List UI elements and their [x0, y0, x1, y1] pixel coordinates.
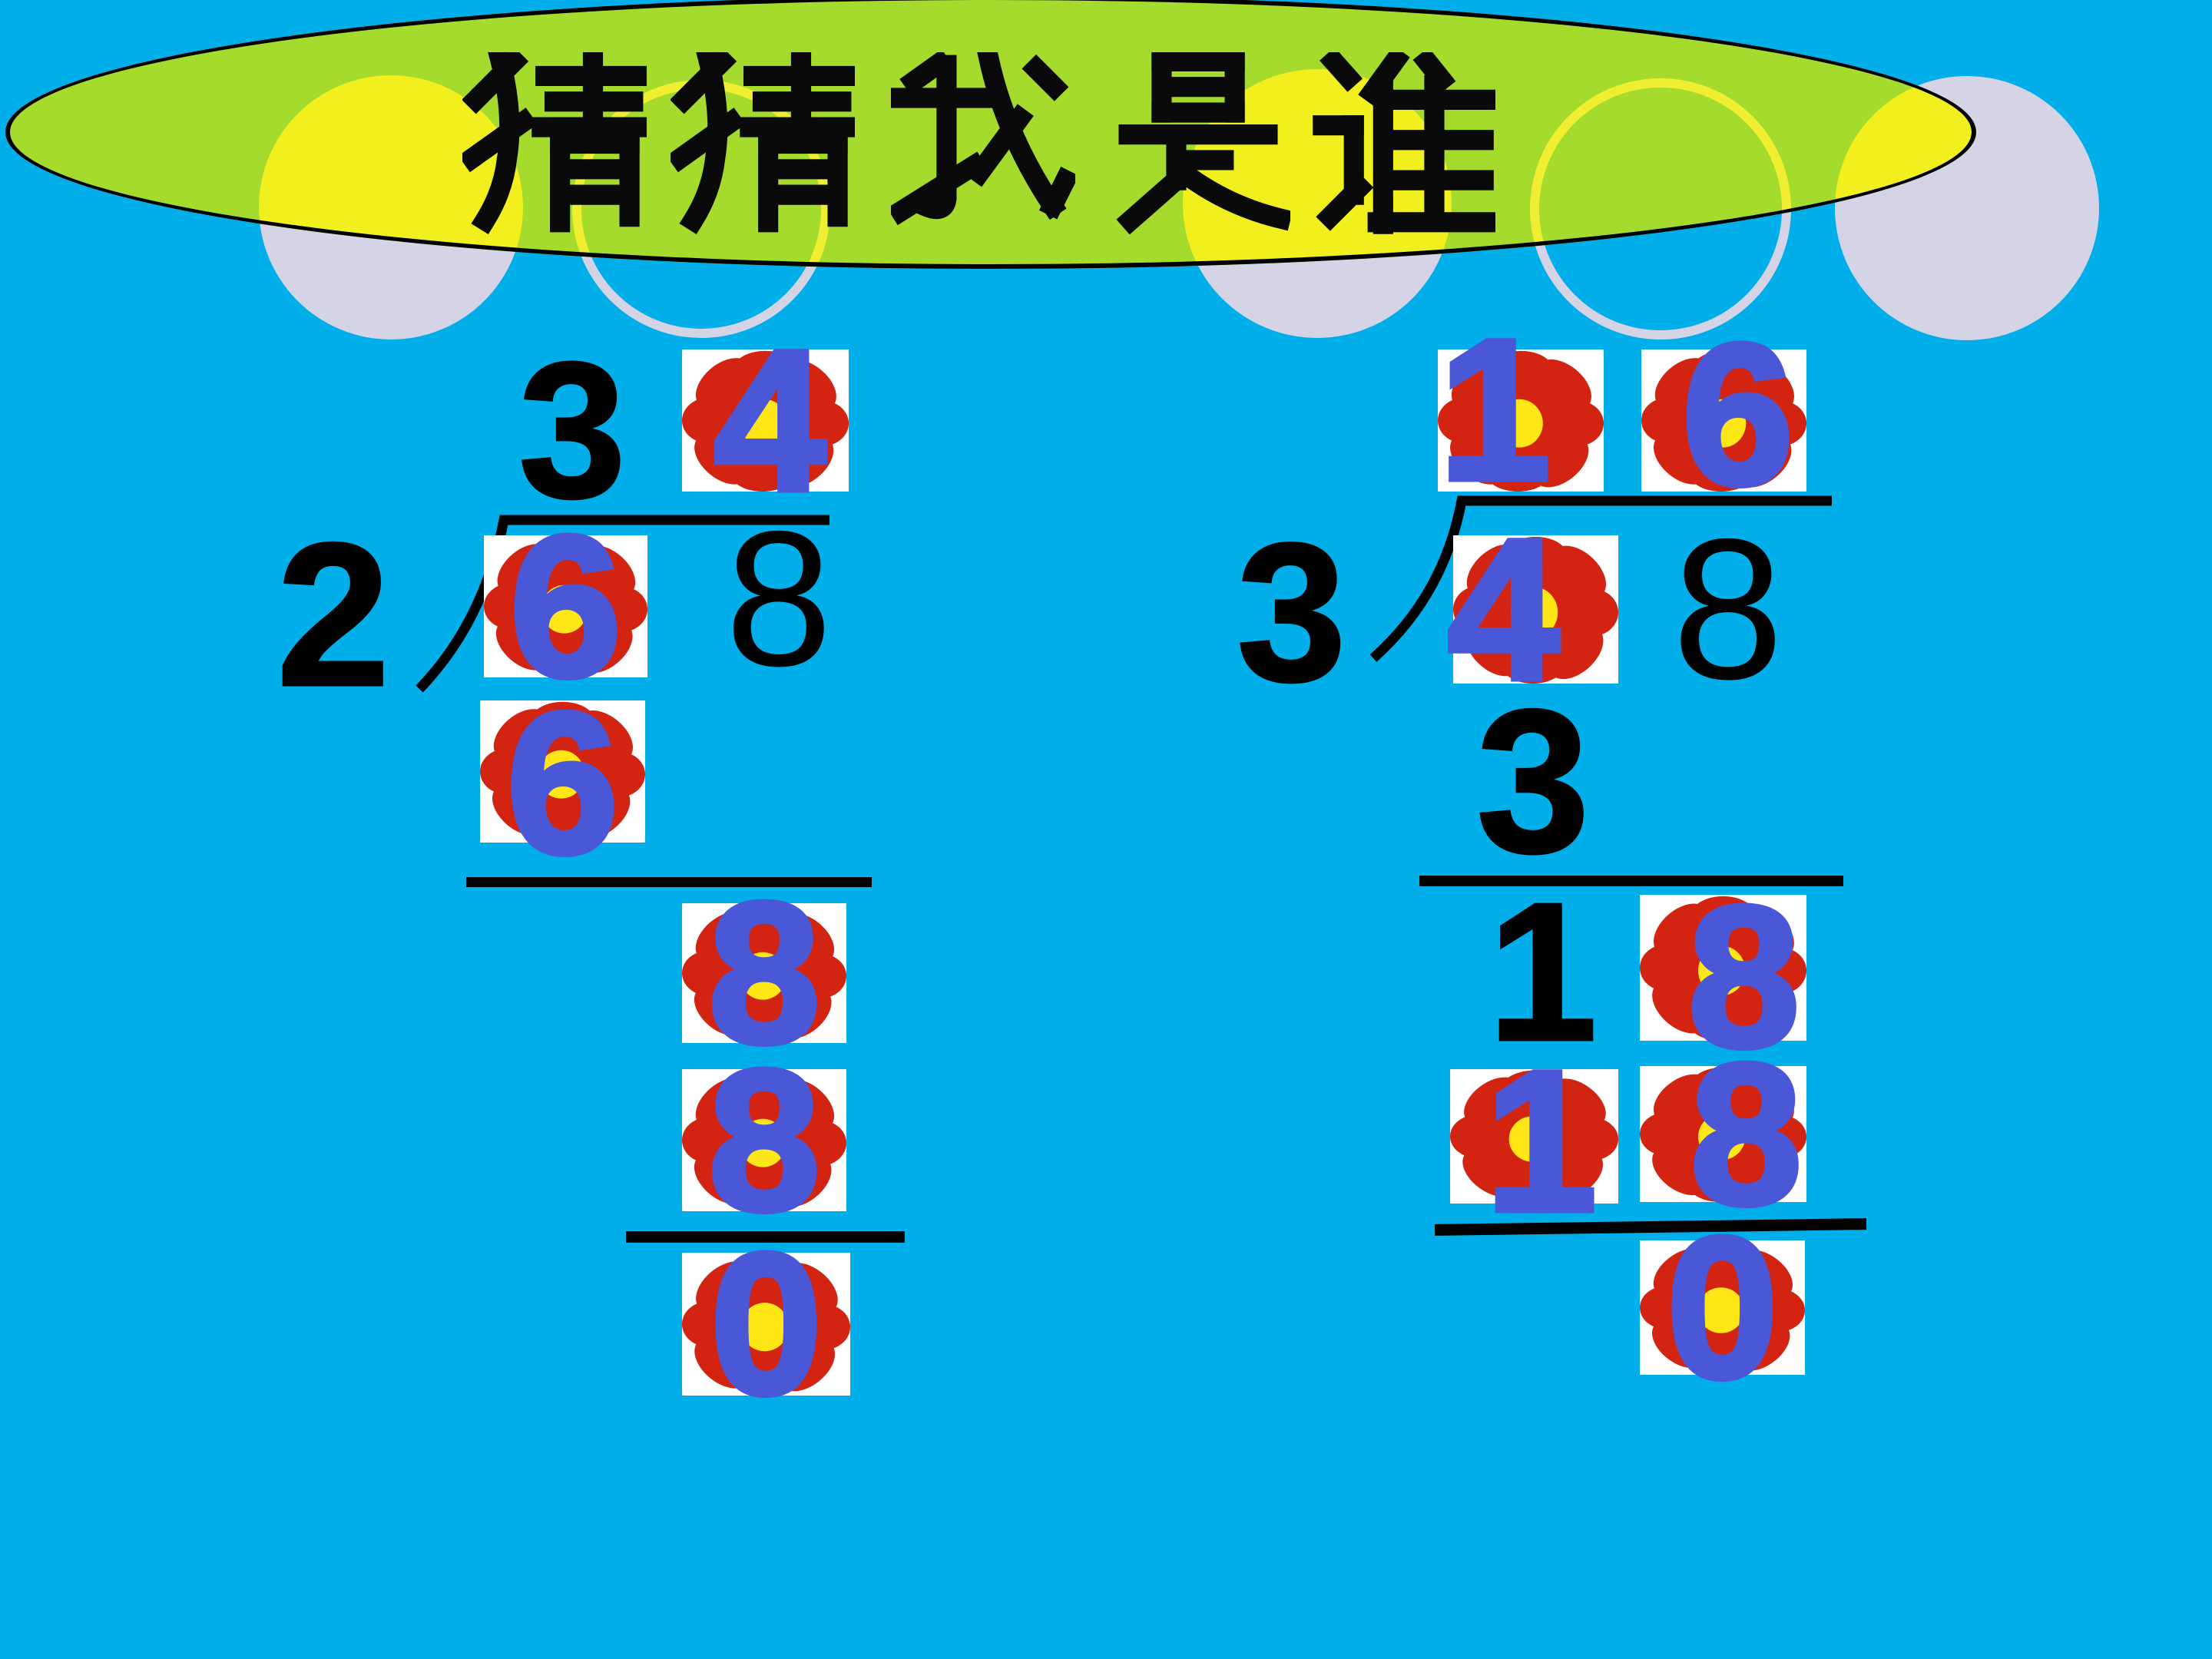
flower-tile-left-remainder: 0 [682, 1211, 850, 1436]
hidden-digit: 0 [707, 1211, 825, 1436]
flower-tile-right-broughtdown: 8 [1640, 873, 1806, 1080]
left-rule-2 [626, 1231, 905, 1243]
hidden-digit: 8 [706, 1027, 823, 1253]
left-dividend-ones: 8 [725, 492, 833, 707]
left-divisor: 2 [276, 501, 392, 729]
right-bracket [1369, 495, 1832, 662]
flower-tile-left-product1: 6 [480, 680, 645, 886]
right-rule-1 [1419, 876, 1843, 886]
flower-tile-left-broughtdown: 8 [682, 860, 846, 1085]
title-glyph-wo [891, 52, 1075, 226]
title-glyph-cai2 [671, 52, 855, 234]
hidden-digit: 8 [1685, 864, 1803, 1089]
right-divisor: 3 [1236, 502, 1348, 723]
flower-tile-right-dividend-tens: 4 [1445, 506, 1618, 713]
flower-tile-right-product2-ones: 8 [1640, 1031, 1806, 1237]
title-glyph-shei [1313, 52, 1495, 234]
hidden-digit: 0 [1664, 1194, 1781, 1420]
title-glyph-cai [462, 52, 647, 234]
hidden-digit: 8 [1687, 1021, 1805, 1247]
left-quotient-tens: 3 [517, 323, 627, 538]
left-rule-1 [466, 877, 872, 887]
hidden-digit: 4 [711, 307, 829, 533]
title-banner-outline [5, 0, 1976, 269]
hidden-digit: 6 [504, 670, 621, 896]
flower-tile-right-quotient-ones: 6 [1641, 311, 1806, 518]
hidden-digit: 6 [507, 493, 624, 719]
title-glyph-shi [1116, 52, 1290, 235]
flower-tile-left-product2: 8 [682, 1027, 846, 1253]
right-product1: 3 [1475, 667, 1591, 896]
flower-tile-right-remainder: 0 [1640, 1194, 1805, 1420]
flower-tile-left-dividend-tens: 6 [484, 493, 647, 719]
hidden-digit: 4 [1445, 496, 1562, 722]
hidden-digit: 6 [1679, 301, 1796, 527]
flower-tile-left-quotient-ones: 4 [682, 317, 849, 524]
hidden-digit: 1 [1482, 1028, 1600, 1253]
flower-tile-right-quotient-tens: 1 [1436, 306, 1604, 513]
right-difference: 1 [1487, 862, 1599, 1082]
flower-tile-right-product2-tens: 1 [1450, 1038, 1618, 1244]
left-bracket [416, 515, 830, 693]
right-dividend-ones: 8 [1672, 498, 1784, 721]
hidden-digit: 8 [706, 860, 823, 1085]
hidden-digit: 1 [1436, 296, 1554, 522]
